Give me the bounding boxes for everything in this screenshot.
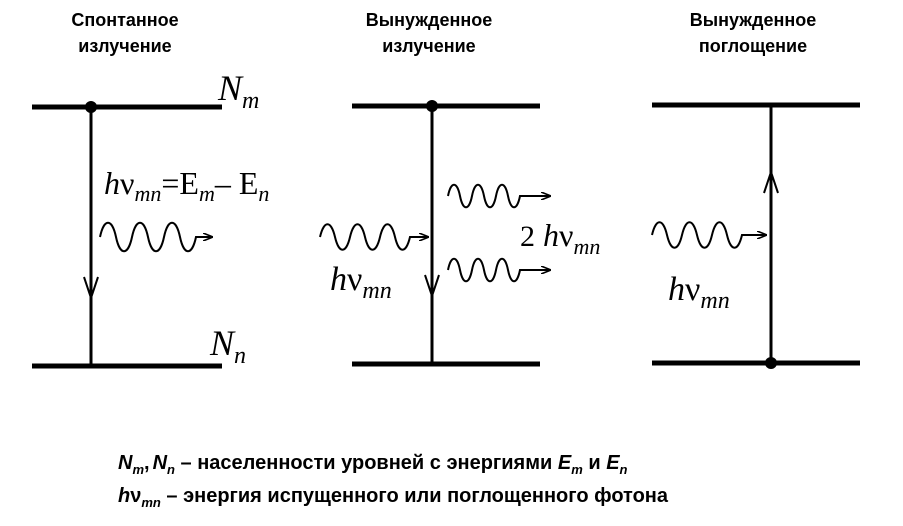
panel3-up-arrowhead [763, 168, 779, 194]
panel3-title-line2: поглощение [699, 36, 807, 56]
caption-line-1: Nm,Nn – населенности уровней с энергиями… [118, 452, 628, 477]
panel3-absorbed-photon-wave [651, 221, 766, 249]
panel1-emitted-photon-wave [99, 221, 212, 253]
panel1-down-arrowhead [83, 276, 99, 302]
panel3-title-line1: Вынужденное [690, 10, 816, 30]
caption-line-2: hνmn – энергия испущенного или поглощенн… [118, 485, 669, 510]
upper-level-label: Nm [217, 68, 259, 114]
panel2-title-line1: Вынужденное [366, 10, 492, 30]
panel2-emitted-photon-wave-1 [447, 183, 550, 209]
panel2-emitted-photon-wave-2 [447, 257, 550, 283]
panel2-title-line2: излучение [382, 36, 475, 56]
panel2-incident-photon-wave [319, 223, 428, 251]
panel-stimulated-absorption: Вынужденное поглощение hνmn [651, 10, 860, 369]
panel2-down-arrowhead [424, 274, 440, 300]
panel2-incident-photon-label: hνmn [330, 261, 392, 304]
panel1-title-line2: излучение [78, 36, 171, 56]
caption: Nm,Nn – населенности уровней с энергиями… [118, 452, 669, 510]
lower-level-label: Nn [209, 323, 246, 369]
panel1-title-line1: Спонтанное [71, 10, 178, 30]
panel3-electron-dot [765, 357, 777, 369]
photon-energy-formula: hνmn=Em– En [104, 165, 269, 206]
panel3-absorbed-photon-label: hνmn [668, 271, 730, 314]
panel-spontaneous-emission: Спонтанное излучение Nm Nn hνmn=Em– En [32, 10, 269, 369]
